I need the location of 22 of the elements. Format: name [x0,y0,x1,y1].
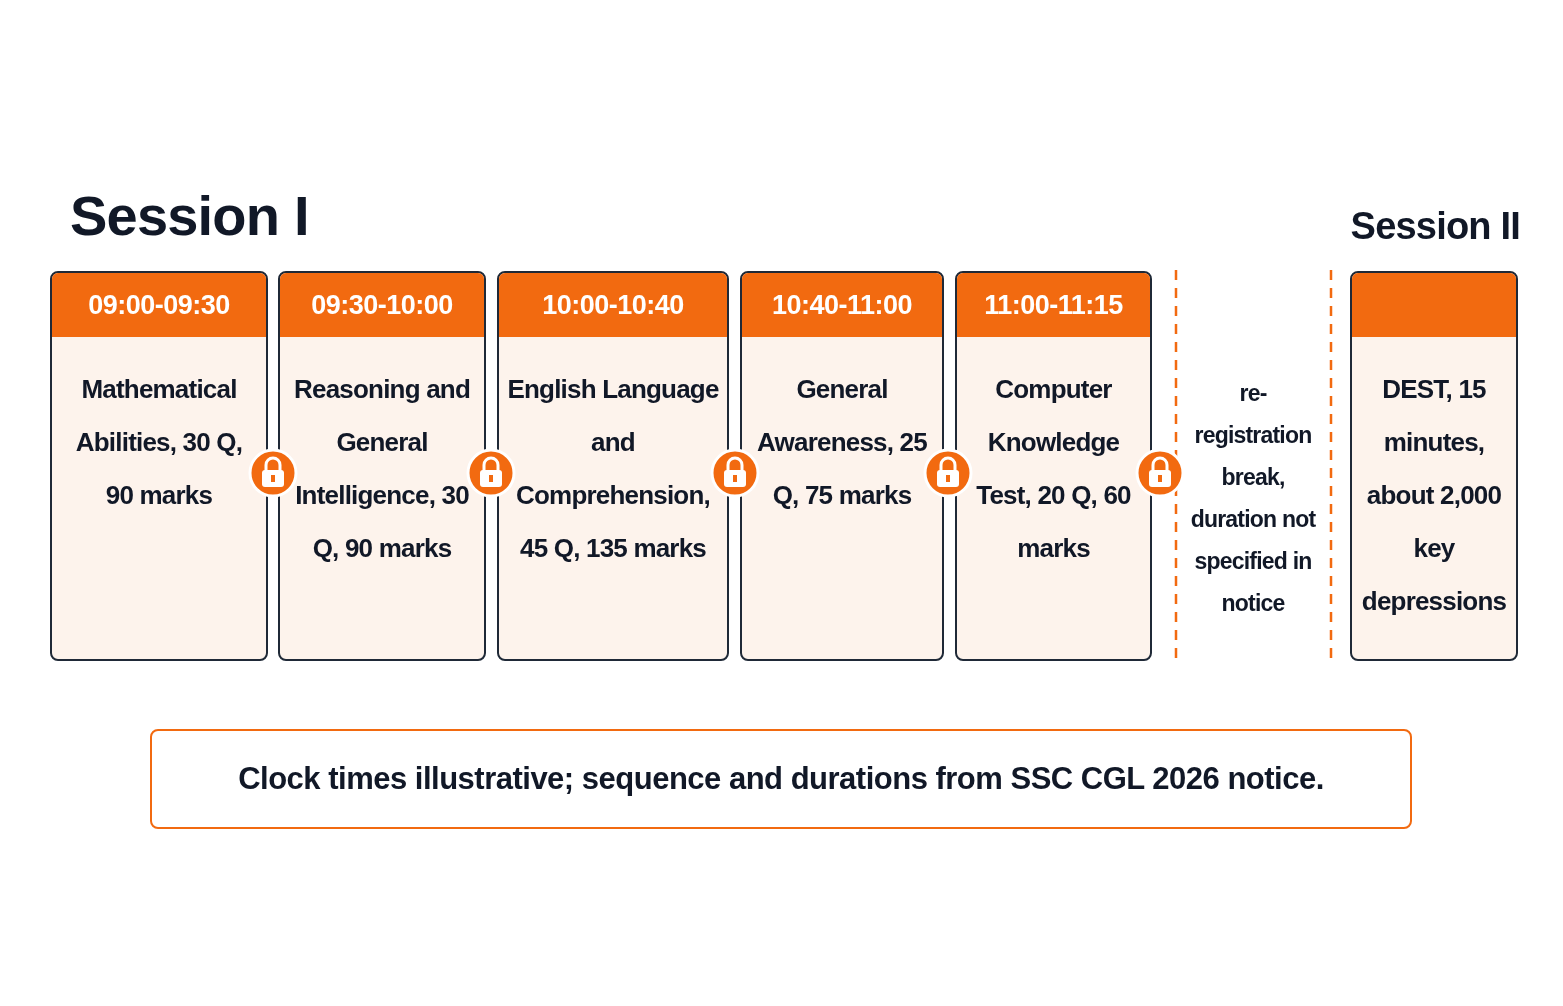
section-text: DEST, 15 minutes, about 2,000 key depressions [1361,374,1507,616]
time-header: 10:00-10:40 [499,273,727,337]
time-header: 09:30-10:00 [280,273,484,337]
session-title: Session I [70,183,310,248]
session-card [955,271,1152,661]
note-text: Clock times illustrative; sequence and durations from SSC CGL 2026 notice. [238,761,1324,797]
section-text: Mathematical Abilities, 30 Q, 90 marks [75,374,243,510]
section-text: General Awareness, 25 Q, 75 marks [757,374,927,510]
session-title: Session II [1349,205,1520,248]
session-card [50,271,268,661]
session-card [740,271,944,661]
session-card [278,271,486,661]
time-header: 10:40-11:00 [742,273,942,337]
section-text: Computer Knowledge Test, 20 Q, 60 marks [976,374,1131,563]
session-card [497,271,729,661]
session-card [1350,271,1518,661]
break-note: re-registration break, duration not specified in notice [1189,379,1317,618]
time-header: 11:00-11:15 [957,273,1150,337]
section-text: Reasoning and General Intelligence, 30 Q, 90 marks [294,374,470,563]
section-text: English Language and Comprehension, 45 Q, 135 marks [507,374,719,563]
note-box [150,729,1412,829]
time-header: 09:00-09:30 [52,273,266,337]
